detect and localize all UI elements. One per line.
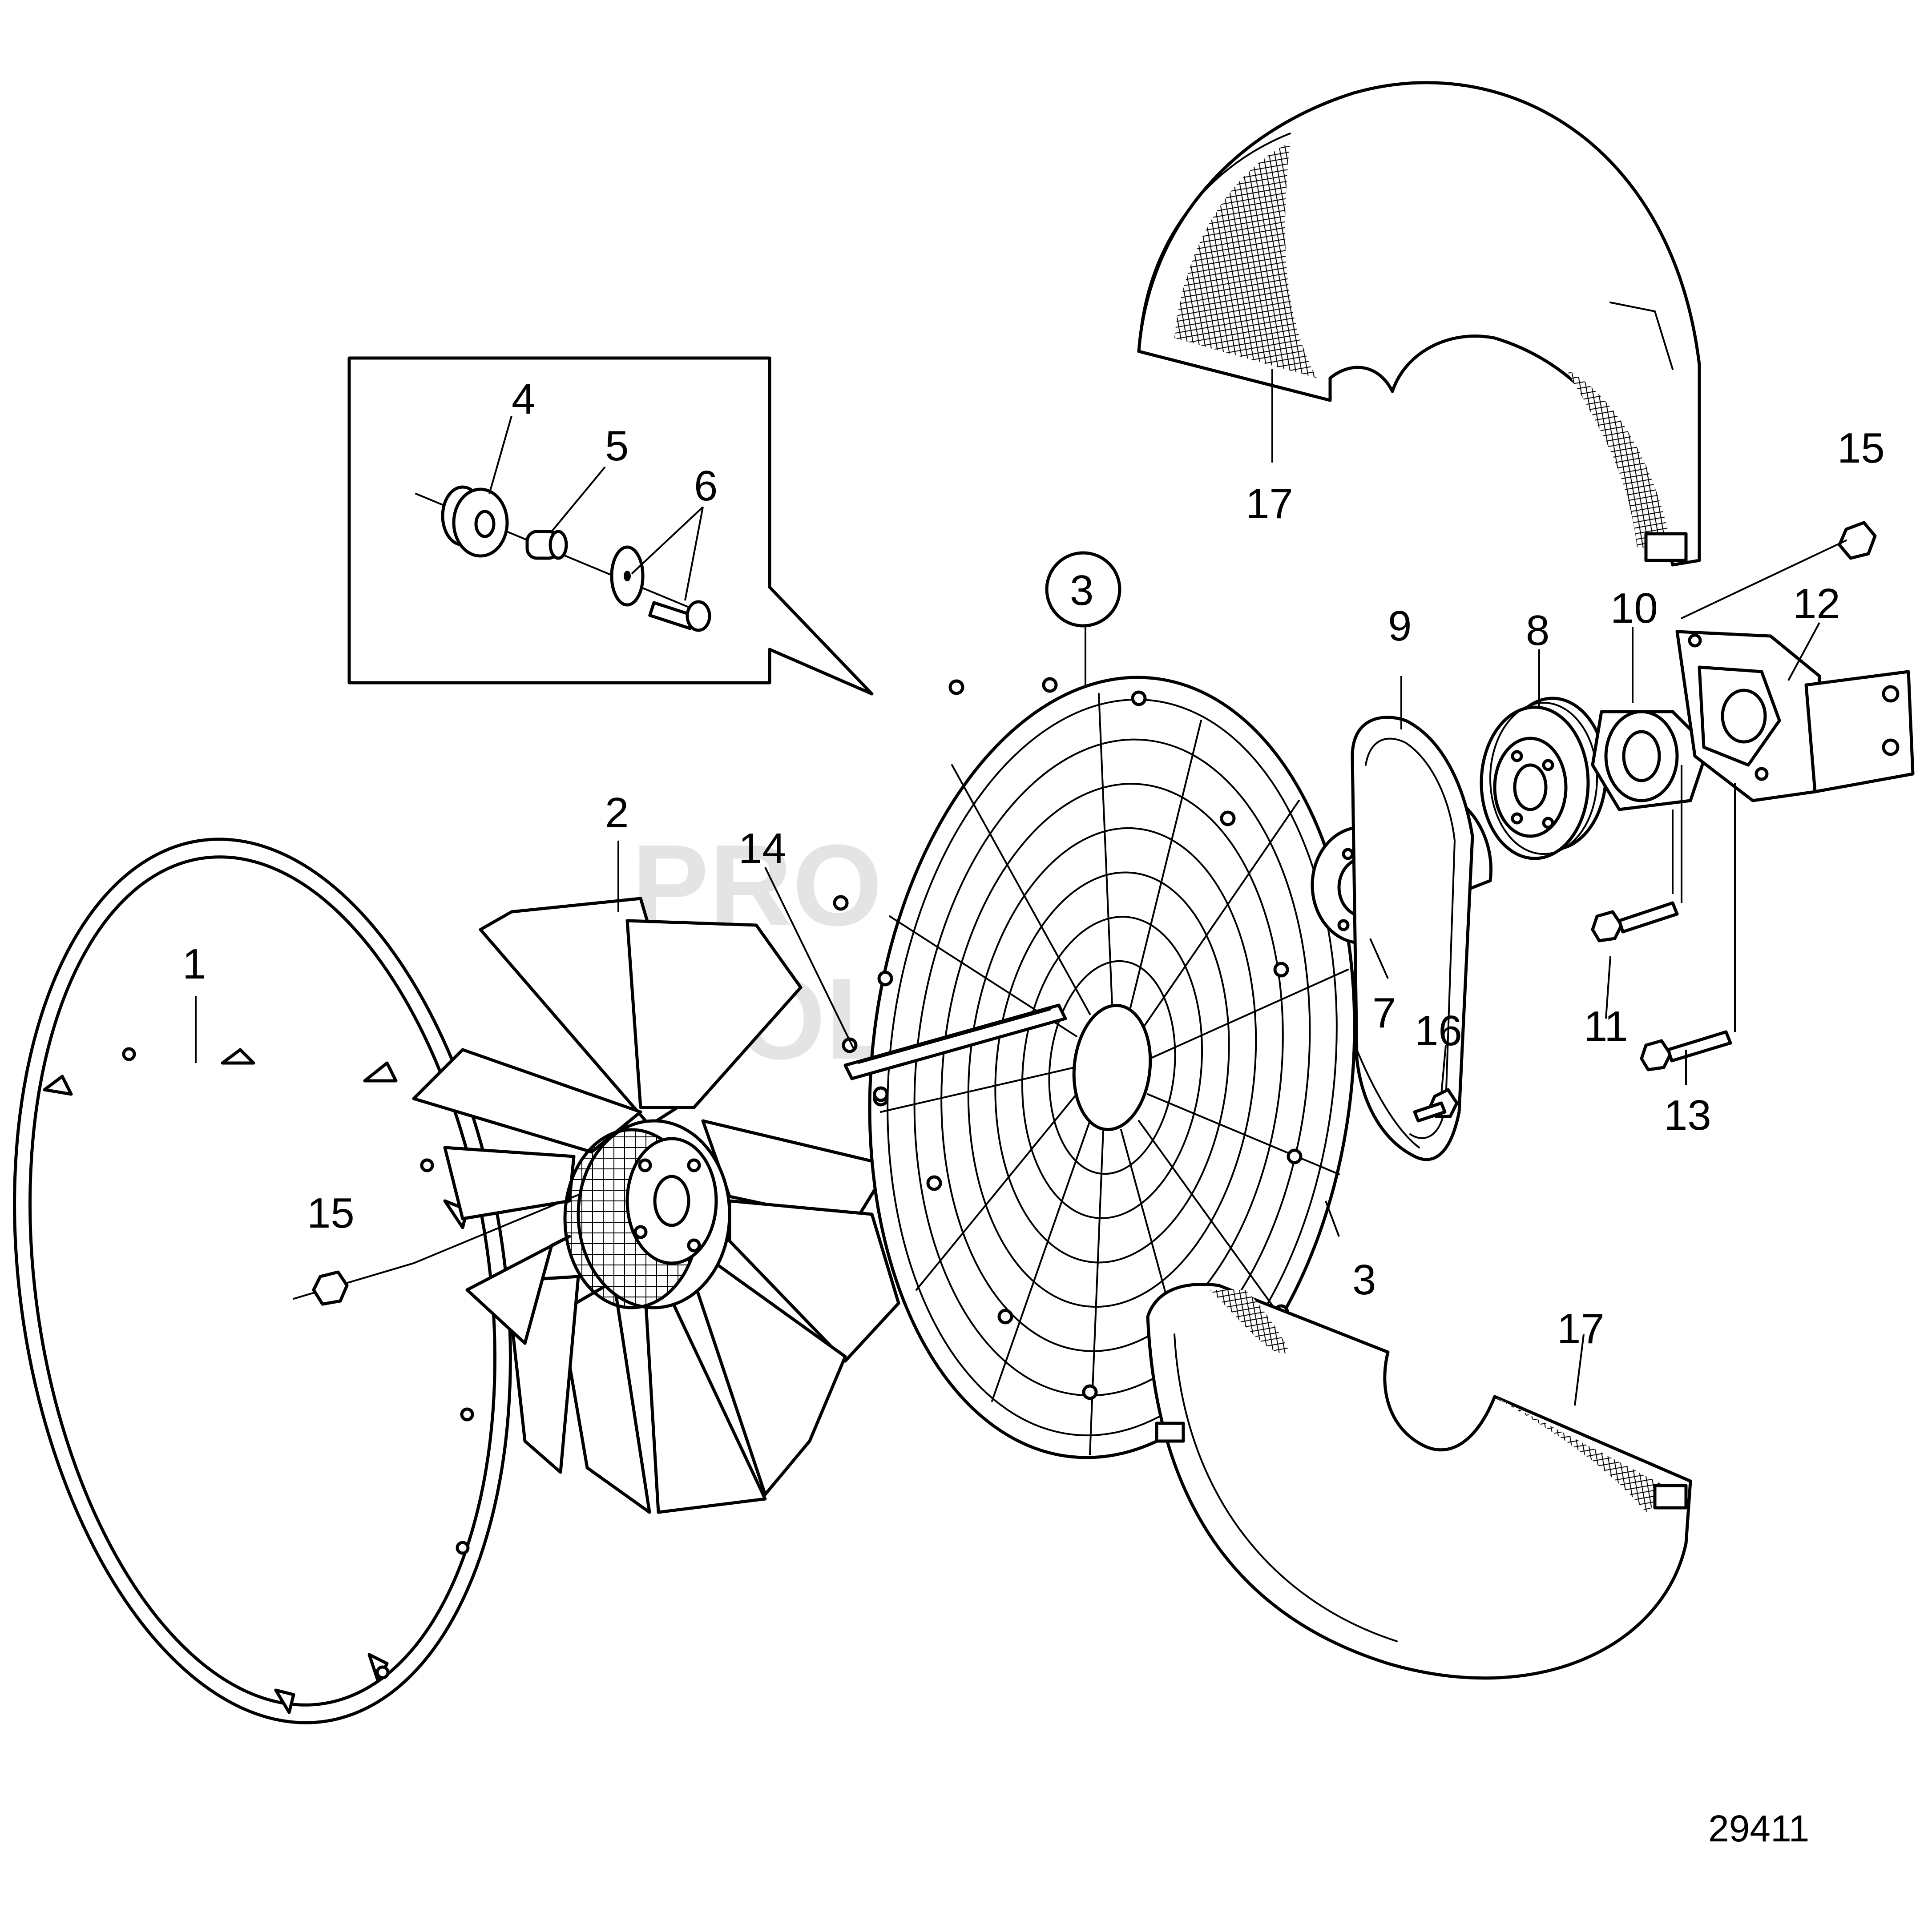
callout-15-right: 15 xyxy=(1837,424,1885,472)
callout-9: 9 xyxy=(1388,602,1412,650)
callout-16: 16 xyxy=(1415,1007,1462,1055)
grommet-icon xyxy=(441,485,509,558)
upper-shroud-half xyxy=(1137,81,1701,567)
callout-2: 2 xyxy=(605,789,629,837)
callout-7: 7 xyxy=(1372,989,1396,1037)
washer-icon xyxy=(610,545,645,607)
wire-guard xyxy=(833,676,1356,1459)
callout-4: 4 xyxy=(512,375,535,423)
screw-icon xyxy=(648,600,711,632)
belt xyxy=(1351,716,1474,1161)
callout-1: 1 xyxy=(182,940,206,988)
callout-12: 12 xyxy=(1793,580,1840,628)
bolt-16 xyxy=(1413,1088,1459,1123)
shroud-ring xyxy=(13,838,512,1724)
callout-17-top: 17 xyxy=(1246,480,1293,528)
callout-14: 14 xyxy=(738,825,786,872)
fan xyxy=(412,897,900,1514)
callout-6: 6 xyxy=(694,462,718,510)
bolt-11 xyxy=(1591,901,1679,942)
callout-3-circle xyxy=(1045,551,1121,628)
callout-labels: 1 2 3 3 4 5 6 7 8 9 10 11 12 13 14 15 15… xyxy=(182,375,1885,1353)
callout-13: 13 xyxy=(1664,1091,1711,1139)
lower-shroud-half xyxy=(1146,1283,1692,1680)
callout-5: 5 xyxy=(605,422,629,470)
bracket xyxy=(1675,630,1915,802)
nut-right xyxy=(1681,521,1877,619)
callout-8: 8 xyxy=(1526,607,1549,654)
callout-15-left: 15 xyxy=(307,1189,355,1237)
callout-11: 11 xyxy=(1584,1003,1628,1050)
bolt-13 xyxy=(1640,1030,1732,1071)
callout-3-circled: 3 xyxy=(1070,567,1093,614)
callout-3: 3 xyxy=(1352,1256,1376,1304)
stud xyxy=(843,1003,1067,1080)
figure-number: 29411 xyxy=(1708,1808,1809,1849)
coupling xyxy=(1591,710,1710,811)
sleeve-icon xyxy=(525,530,568,560)
leader-lines xyxy=(195,369,1820,1406)
callout-10: 10 xyxy=(1610,584,1658,632)
pulley xyxy=(1480,697,1608,860)
detail-inset xyxy=(347,356,874,696)
callout-17-bottom: 17 xyxy=(1557,1305,1605,1353)
